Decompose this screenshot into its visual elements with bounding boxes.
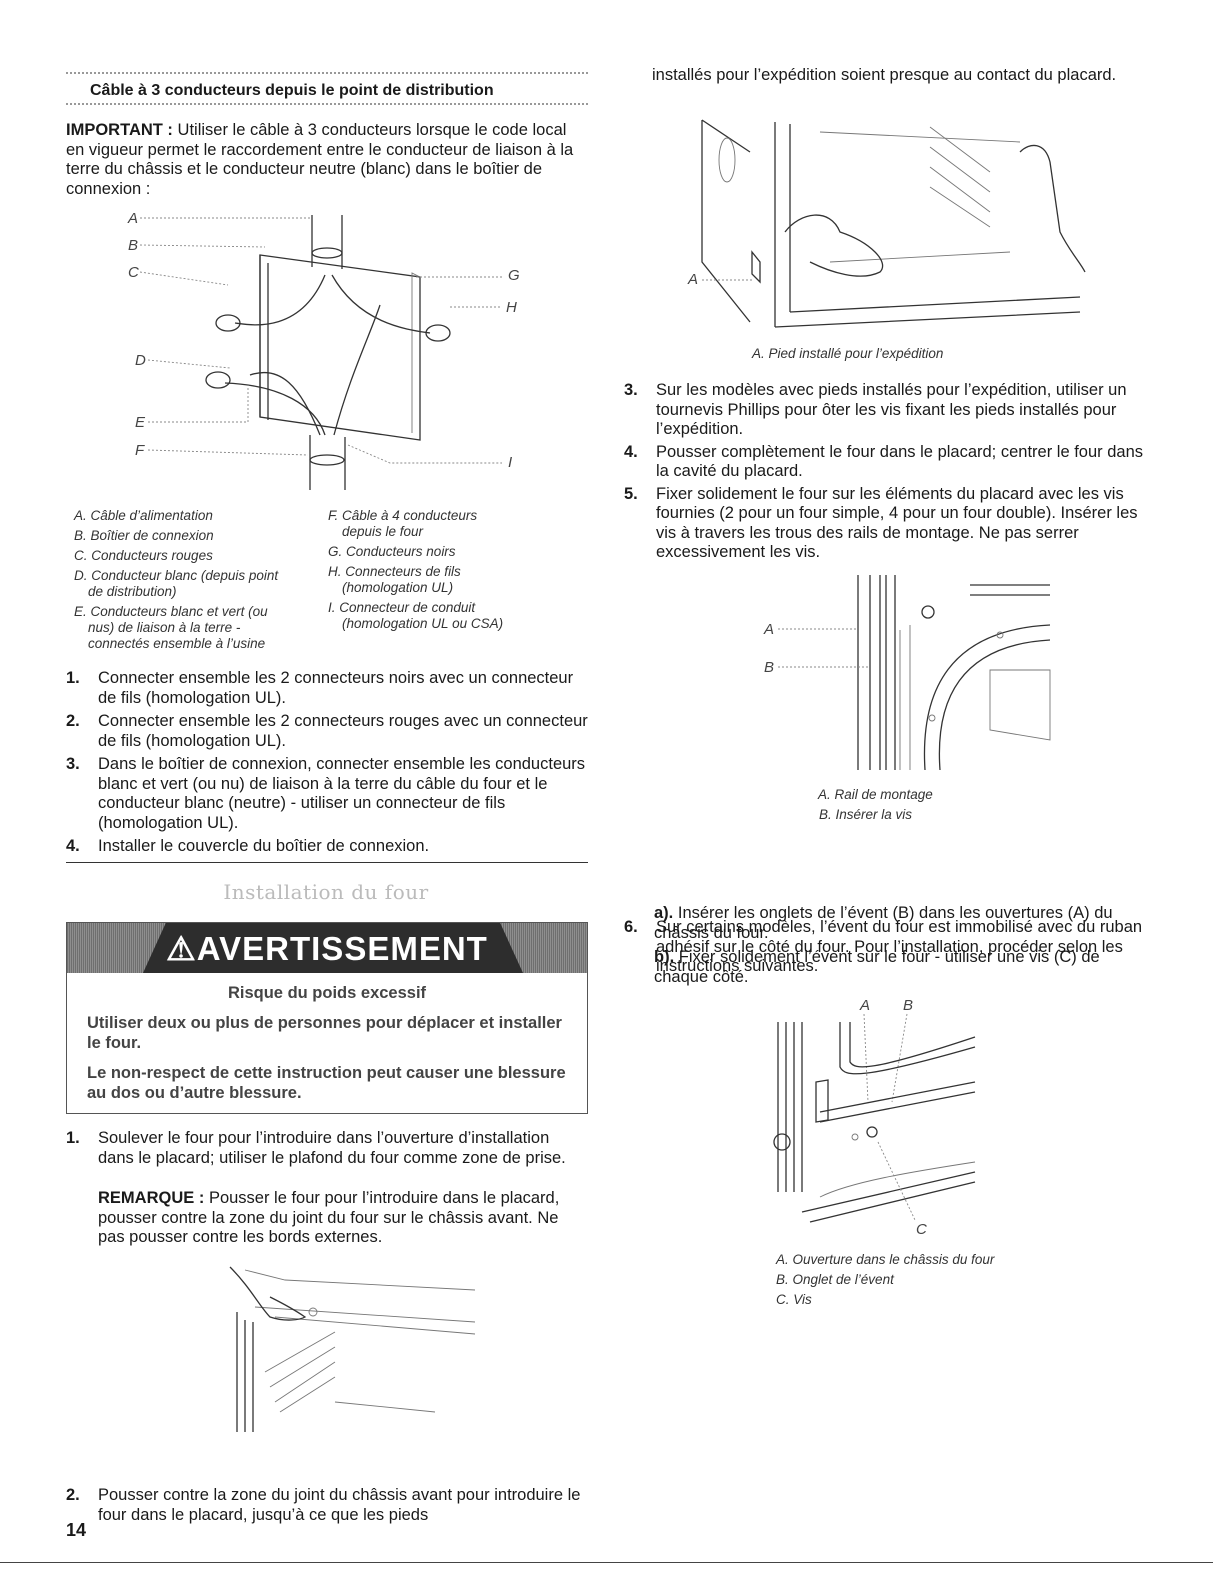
warning-header: ⚠AVERTISSEMENT <box>67 923 587 973</box>
step-item: 4.Pousser complètement le four dans le p… <box>624 442 1144 481</box>
push-oven-diagram <box>229 1266 476 1432</box>
install-steps-3-5: 3.Sur les modèles avec pieds installés p… <box>624 381 1144 563</box>
install-section-title: Installation du four <box>223 880 429 904</box>
fig-rail-label-a: A <box>763 621 774 638</box>
important-label: IMPORTANT : <box>66 121 173 139</box>
legend-item: I. Connecteur de conduit <box>328 600 476 615</box>
legend-item: connectés ensemble à l’usine <box>88 636 266 651</box>
sub-step-b: b). Fixer solidement l’évent sur le four… <box>654 948 1100 986</box>
fig1-legend-left: A. Câble d’alimentation B. Boîtier de co… <box>74 508 344 652</box>
install-step-2: 2.Pousser contre la zone du joint du châ… <box>66 1486 581 1524</box>
legend-item: E. Conducteurs blanc et vert (ou <box>74 604 268 619</box>
step-item: 3.Sur les modèles avec pieds installés p… <box>624 381 1127 438</box>
section-title-rule <box>66 103 588 105</box>
wiring-steps: 1.Connecter ensemble les 2 connecteurs n… <box>66 669 588 857</box>
caption-item: B. Onglet de l’évent <box>776 1272 894 1287</box>
warning-line-1: Utiliser deux ou plus de personnes pour … <box>87 1014 562 1052</box>
step-item: 1.Connecter ensemble les 2 connecteurs n… <box>66 669 574 707</box>
fig-foot-caption: A. Pied installé pour l’expédition <box>752 346 944 361</box>
fig1-label-h: H <box>506 299 517 316</box>
section-divider <box>66 862 588 863</box>
legend-item: B. Boîtier de connexion <box>74 528 214 543</box>
warning-line-2: Le non-respect de cette instruction peut… <box>87 1064 566 1102</box>
warning-triangle-icon: ⚠ <box>166 930 197 967</box>
sub-step-a: a). Insérer les onglets de l’évent (B) d… <box>654 904 1113 942</box>
shipping-foot-diagram: A <box>687 119 1086 328</box>
fig-vent-caption: A. Ouverture dans le châssis du four B. … <box>776 1252 994 1308</box>
remarque-label: REMARQUE : <box>98 1189 205 1207</box>
page-number: 14 <box>66 1520 87 1540</box>
legend-item: H. Connecteurs de fils <box>328 564 461 579</box>
warning-title: ⚠AVERTISSEMENT <box>166 930 488 967</box>
step-item: 4.Installer le couvercle du boîtier de c… <box>66 837 430 855</box>
fig1-legend-right: F. Câble à 4 conducteurs depuis le four … <box>328 508 578 632</box>
section-title: Câble à 3 conducteurs depuis le point de… <box>90 82 494 99</box>
fig-rail-label-b: B <box>764 659 774 676</box>
fig1-label-d: D <box>135 352 146 369</box>
legend-item: nus) de liaison à la terre - <box>88 620 241 635</box>
fig-vent-label-b: B <box>903 997 913 1014</box>
step-item: 2.Connecter ensemble les 2 connecteurs r… <box>66 712 588 750</box>
fig-foot-label-a: A <box>687 271 698 288</box>
legend-item: de distribution) <box>88 584 177 599</box>
fig1-label-b: B <box>128 237 138 254</box>
important-text: Utiliser le câble à 3 conducteurs lorsqu… <box>66 121 574 198</box>
fig1-label-a: A <box>127 210 138 227</box>
fig1-label-g: G <box>508 267 520 284</box>
bottom-edge-rule <box>0 1562 1213 1563</box>
step-item: 5.Fixer solidement le four sur les éléme… <box>624 484 1138 562</box>
fig-vent-label-a: A <box>859 997 870 1014</box>
warning-subtitle: Risque du poids excessif <box>227 984 427 1002</box>
legend-item: (homologation UL) <box>342 580 454 595</box>
junction-box-diagram: A B C D E F G H I <box>127 210 520 490</box>
fig1-label-f: F <box>135 442 145 459</box>
step-item: 3.Dans le boîtier de connexion, connecte… <box>66 755 586 832</box>
legend-item: A. Câble d’alimentation <box>74 508 213 523</box>
fig-vent-label-c: C <box>916 1221 927 1238</box>
caption-item: B. Insérer la vis <box>819 807 913 822</box>
important-paragraph: IMPORTANT : Utiliser le câble à 3 conduc… <box>66 121 588 199</box>
legend-item: C. Conducteurs rouges <box>74 548 213 563</box>
fig1-label-c: C <box>128 264 139 281</box>
legend-item: F. Câble à 4 conducteurs <box>328 508 478 523</box>
legend-item: (homologation UL ou CSA) <box>342 616 504 631</box>
vent-diagram: A B C <box>773 997 976 1238</box>
legend-item: G. Conducteurs noirs <box>328 544 456 559</box>
caption-item: A. Rail de montage <box>818 787 933 802</box>
legend-item: depuis le four <box>342 524 424 539</box>
install-step-6: 6.Sur certains modèles, l’évent du four … <box>624 918 1143 975</box>
top-dotted-rule <box>66 72 588 74</box>
fig1-label-i: I <box>508 454 512 471</box>
remarque-paragraph: REMARQUE : Pousser le four pour l’introd… <box>98 1189 560 1246</box>
warning-box: ⚠AVERTISSEMENT Risque du poids excessif … <box>66 922 588 1114</box>
caption-item: C. Vis <box>776 1292 812 1307</box>
fig1-label-e: E <box>135 414 146 431</box>
fig-rail-caption: A. Rail de montage B. Insérer la vis <box>818 787 933 823</box>
caption-item: A. Ouverture dans le châssis du four <box>776 1252 995 1267</box>
install-step-1: 1.Soulever le four pour l’introduire dan… <box>66 1129 566 1167</box>
legend-item: D. Conducteur blanc (depuis point <box>74 568 279 583</box>
mounting-rail-diagram: A B <box>763 575 1051 771</box>
continued-text: installés pour l’expédition soient presq… <box>652 66 1117 84</box>
